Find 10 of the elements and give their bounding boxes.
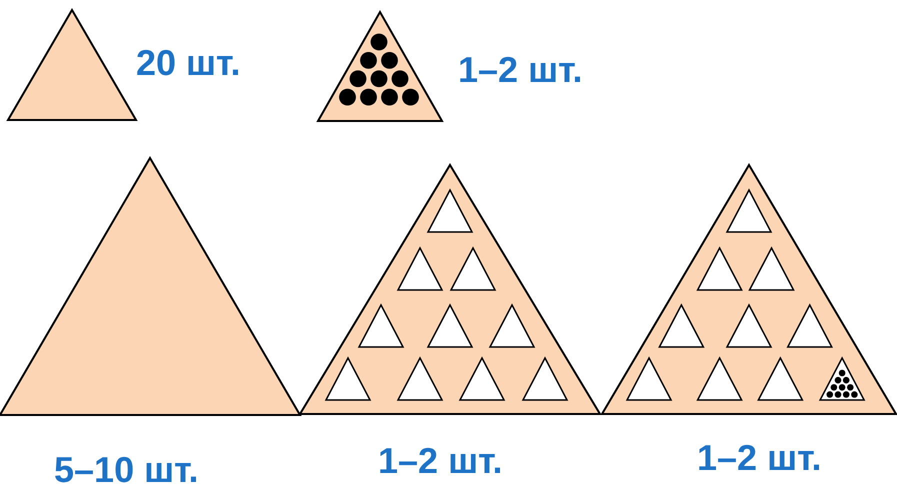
triangle-drawing bbox=[8, 10, 136, 120]
triangle-board-drawing bbox=[602, 165, 896, 414]
quantity-label: 20 шт. bbox=[136, 45, 241, 81]
quantity-label: 1–2 шт. bbox=[697, 440, 822, 476]
triangle-drawing bbox=[0, 158, 300, 415]
quantity-label: 5–10 шт. bbox=[54, 452, 199, 488]
quantity-label: 1–2 шт. bbox=[378, 443, 503, 479]
triangle-board-drawing bbox=[300, 165, 600, 414]
quantity-label: 1–2 шт. bbox=[458, 52, 583, 88]
dotted-triangle-drawing bbox=[318, 12, 442, 121]
